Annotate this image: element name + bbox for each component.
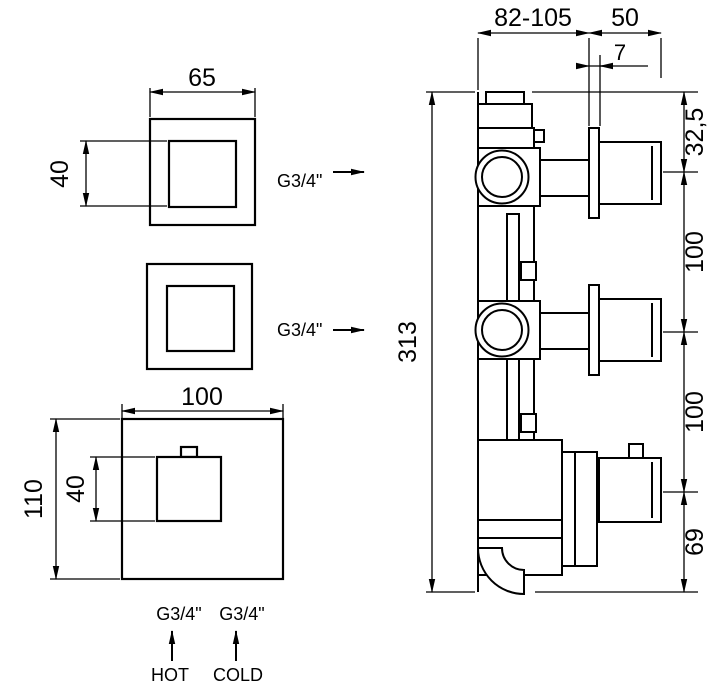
body-top-cap <box>485 91 525 105</box>
side-view-valve-body <box>474 91 662 596</box>
bottom-plate-knob-tab <box>179 445 199 459</box>
outlet-elbow <box>476 547 525 596</box>
top-plate-inner <box>167 139 238 209</box>
port-label-middle: G3/4" <box>277 320 322 340</box>
middle-trim-plate <box>588 284 600 376</box>
port-label-hot: G3/4" <box>156 604 201 624</box>
middle-union-inner <box>481 309 523 351</box>
dimension-labels: 65 40 G3/4" G3/4" 100 110 40 G3/4" G3/4"… <box>20 4 709 685</box>
cold-label: COLD <box>213 665 263 685</box>
dim-label-bottom-plate-width: 100 <box>181 383 223 411</box>
dim-label-bottom-plate-height: 110 <box>20 479 48 519</box>
middle-plate-inner <box>165 284 236 353</box>
fitting-upper <box>520 261 537 281</box>
dim-label-depth-range: 82-105 <box>494 4 572 32</box>
dim-label-lower-spacing: 100 <box>681 391 709 433</box>
dim-label-handle-length: 50 <box>611 4 639 32</box>
front-view-top-plate <box>148 117 257 227</box>
port-label-top: G3/4" <box>277 171 322 191</box>
upper-trim-plate <box>588 127 600 219</box>
hot-label: HOT <box>151 665 189 685</box>
body-top-lug <box>533 129 545 143</box>
front-view-middle-plate <box>145 262 254 371</box>
front-view-bottom-plate <box>120 417 285 581</box>
bottom-plate-inner <box>155 455 223 523</box>
dim-label-total-height: 313 <box>394 321 422 363</box>
upper-valve-stem <box>539 159 590 197</box>
lower-handle-knob <box>628 443 644 459</box>
dim-label-plate-offset: 7 <box>614 40 626 65</box>
dim-label-upper-spacing: 100 <box>681 231 709 273</box>
lower-handle <box>598 457 662 523</box>
body-top-section <box>477 103 533 129</box>
thermostat-step <box>561 451 598 567</box>
middle-valve-stem <box>539 312 590 350</box>
dimension-lines <box>50 29 698 593</box>
dim-label-top-offset: 32,5 <box>681 108 709 157</box>
dim-label-bottom-plate-inner: 40 <box>62 475 90 503</box>
dim-label-top-plate-inner: 40 <box>46 160 74 188</box>
fitting-lower <box>520 413 537 433</box>
dim-label-top-plate-width: 65 <box>188 64 216 92</box>
flow-arrows <box>168 168 365 661</box>
upper-union-inner <box>481 156 523 198</box>
middle-handle <box>598 298 662 362</box>
upper-handle <box>598 141 662 205</box>
dim-label-bottom-offset: 69 <box>681 528 709 556</box>
port-label-cold: G3/4" <box>219 604 264 624</box>
